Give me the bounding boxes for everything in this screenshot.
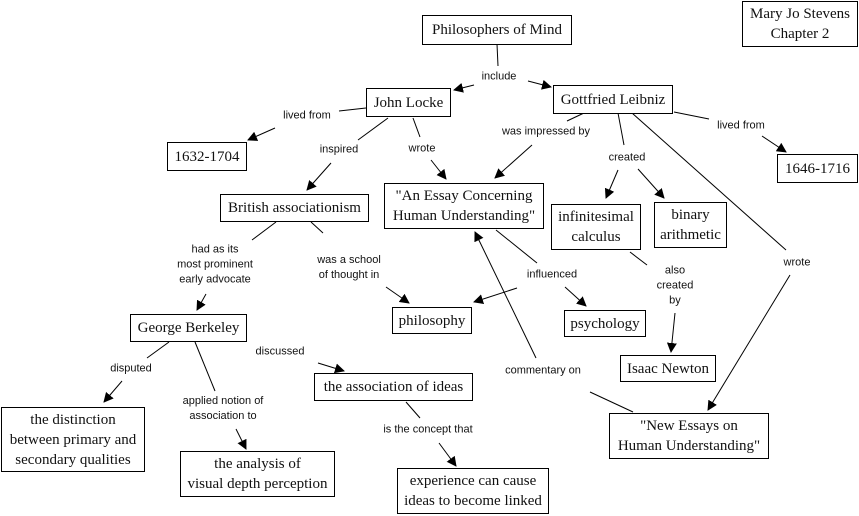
connector-british-school (310, 221, 324, 234)
arrow-commentary-essay (474, 231, 537, 359)
arrow-lived-1632 (247, 127, 276, 141)
connector-locke-lived (338, 107, 367, 112)
connector-british-advocate (251, 221, 277, 241)
connector-leibniz-lived (673, 111, 710, 120)
label-also-created-by: also created by (656, 263, 694, 309)
node-philosophy[interactable]: philosophy (392, 307, 472, 334)
node-leibniz-dates[interactable]: 1646-1716 (777, 154, 858, 183)
node-infinitesimal-calculus[interactable]: infinitesimal calculus (551, 204, 641, 250)
label-created: created (608, 150, 646, 166)
label-inspired: inspired (319, 142, 359, 158)
arrow-also-newton (666, 312, 677, 353)
label-impressed: was impressed by (501, 124, 591, 140)
connector-berkeley-applied (194, 341, 216, 392)
label-disputed: disputed (110, 361, 152, 377)
label-include: include (481, 69, 517, 85)
node-primary-secondary[interactable]: the distinction between primary and seco… (1, 407, 145, 472)
connector-locke-inspired (357, 117, 389, 141)
connector-newessays-commentary (589, 391, 634, 413)
label-advocate: had as its most prominent early advocate (177, 242, 253, 288)
arrow-applied-depth (235, 428, 247, 450)
connector-locke-wrote (412, 117, 421, 138)
node-george-berkeley[interactable]: George Berkeley (130, 314, 247, 342)
arrow-impressed-essay (494, 144, 533, 179)
connector-essay-influenced (495, 229, 538, 264)
arrow-include-locke (453, 82, 475, 93)
node-new-essays[interactable]: "New Essays on Human Understanding" (609, 413, 769, 459)
label-locke-wrote: wrote (408, 141, 436, 157)
node-visual-depth[interactable]: the analysis of visual depth perception (180, 451, 335, 497)
label-discussed: discussed (255, 344, 305, 360)
node-isaac-newton[interactable]: Isaac Newton (620, 355, 716, 382)
node-john-locke[interactable]: John Locke (366, 88, 451, 117)
arrow-discussed-assoc (317, 362, 345, 374)
node-binary-arithmetic[interactable]: binary arithmetic (654, 202, 727, 248)
arrow-lived-1646 (761, 135, 787, 153)
node-gottfried-leibniz[interactable]: Gottfried Leibniz (553, 85, 673, 114)
node-experience-linked[interactable]: experience can cause ideas to become lin… (397, 468, 549, 514)
arrow-inspired-british (306, 162, 332, 191)
arrow-wrote-newessays (707, 274, 791, 411)
arrow-concept-experience (438, 442, 457, 467)
node-locke-dates[interactable]: 1632-1704 (167, 142, 247, 171)
label-applied: applied notion of association to (182, 394, 264, 424)
node-essay-concerning[interactable]: "An Essay Concerning Human Understanding… (384, 183, 544, 229)
connector-title-include (496, 43, 499, 67)
node-british-associationism[interactable]: British associationism (220, 194, 369, 222)
arrow-school-philosophy (385, 286, 410, 304)
connector-leibniz-impressed (566, 112, 585, 122)
connector-berkeley-disputed (146, 341, 170, 359)
node-title[interactable]: Philosophers of Mind (422, 15, 572, 45)
label-locke-lived-from: lived from (283, 108, 331, 124)
arrow-disputed-distinction (103, 380, 123, 403)
node-psychology[interactable]: psychology (564, 310, 646, 337)
label-commentary-on: commentary on (505, 363, 581, 379)
arrow-advocate-berkeley (196, 293, 207, 311)
label-concept-that: is the concept that (383, 422, 473, 438)
arrow-influenced-psychology (564, 286, 587, 307)
label-leibniz-wrote: wrote (783, 255, 811, 271)
node-association-of-ideas[interactable]: the association of ideas (314, 373, 473, 401)
label-leibniz-lived-from: lived from (717, 118, 765, 134)
arrow-influenced-philosophy (473, 287, 518, 304)
arrow-created-calculus (604, 169, 619, 199)
arrow-created-binary (637, 168, 665, 199)
connector-calculus-also (629, 251, 648, 266)
connector-leibniz-wrote (631, 112, 787, 251)
connector-assoc-concept (405, 401, 421, 419)
label-school-of-thought: was a school of thought in (317, 253, 381, 283)
node-author[interactable]: Mary Jo Stevens Chapter 2 (742, 1, 858, 47)
connector-leibniz-created (617, 112, 625, 146)
arrow-include-leibniz (527, 79, 552, 90)
label-influenced: influenced (526, 267, 578, 283)
arrow-wrote-essay (430, 159, 447, 180)
